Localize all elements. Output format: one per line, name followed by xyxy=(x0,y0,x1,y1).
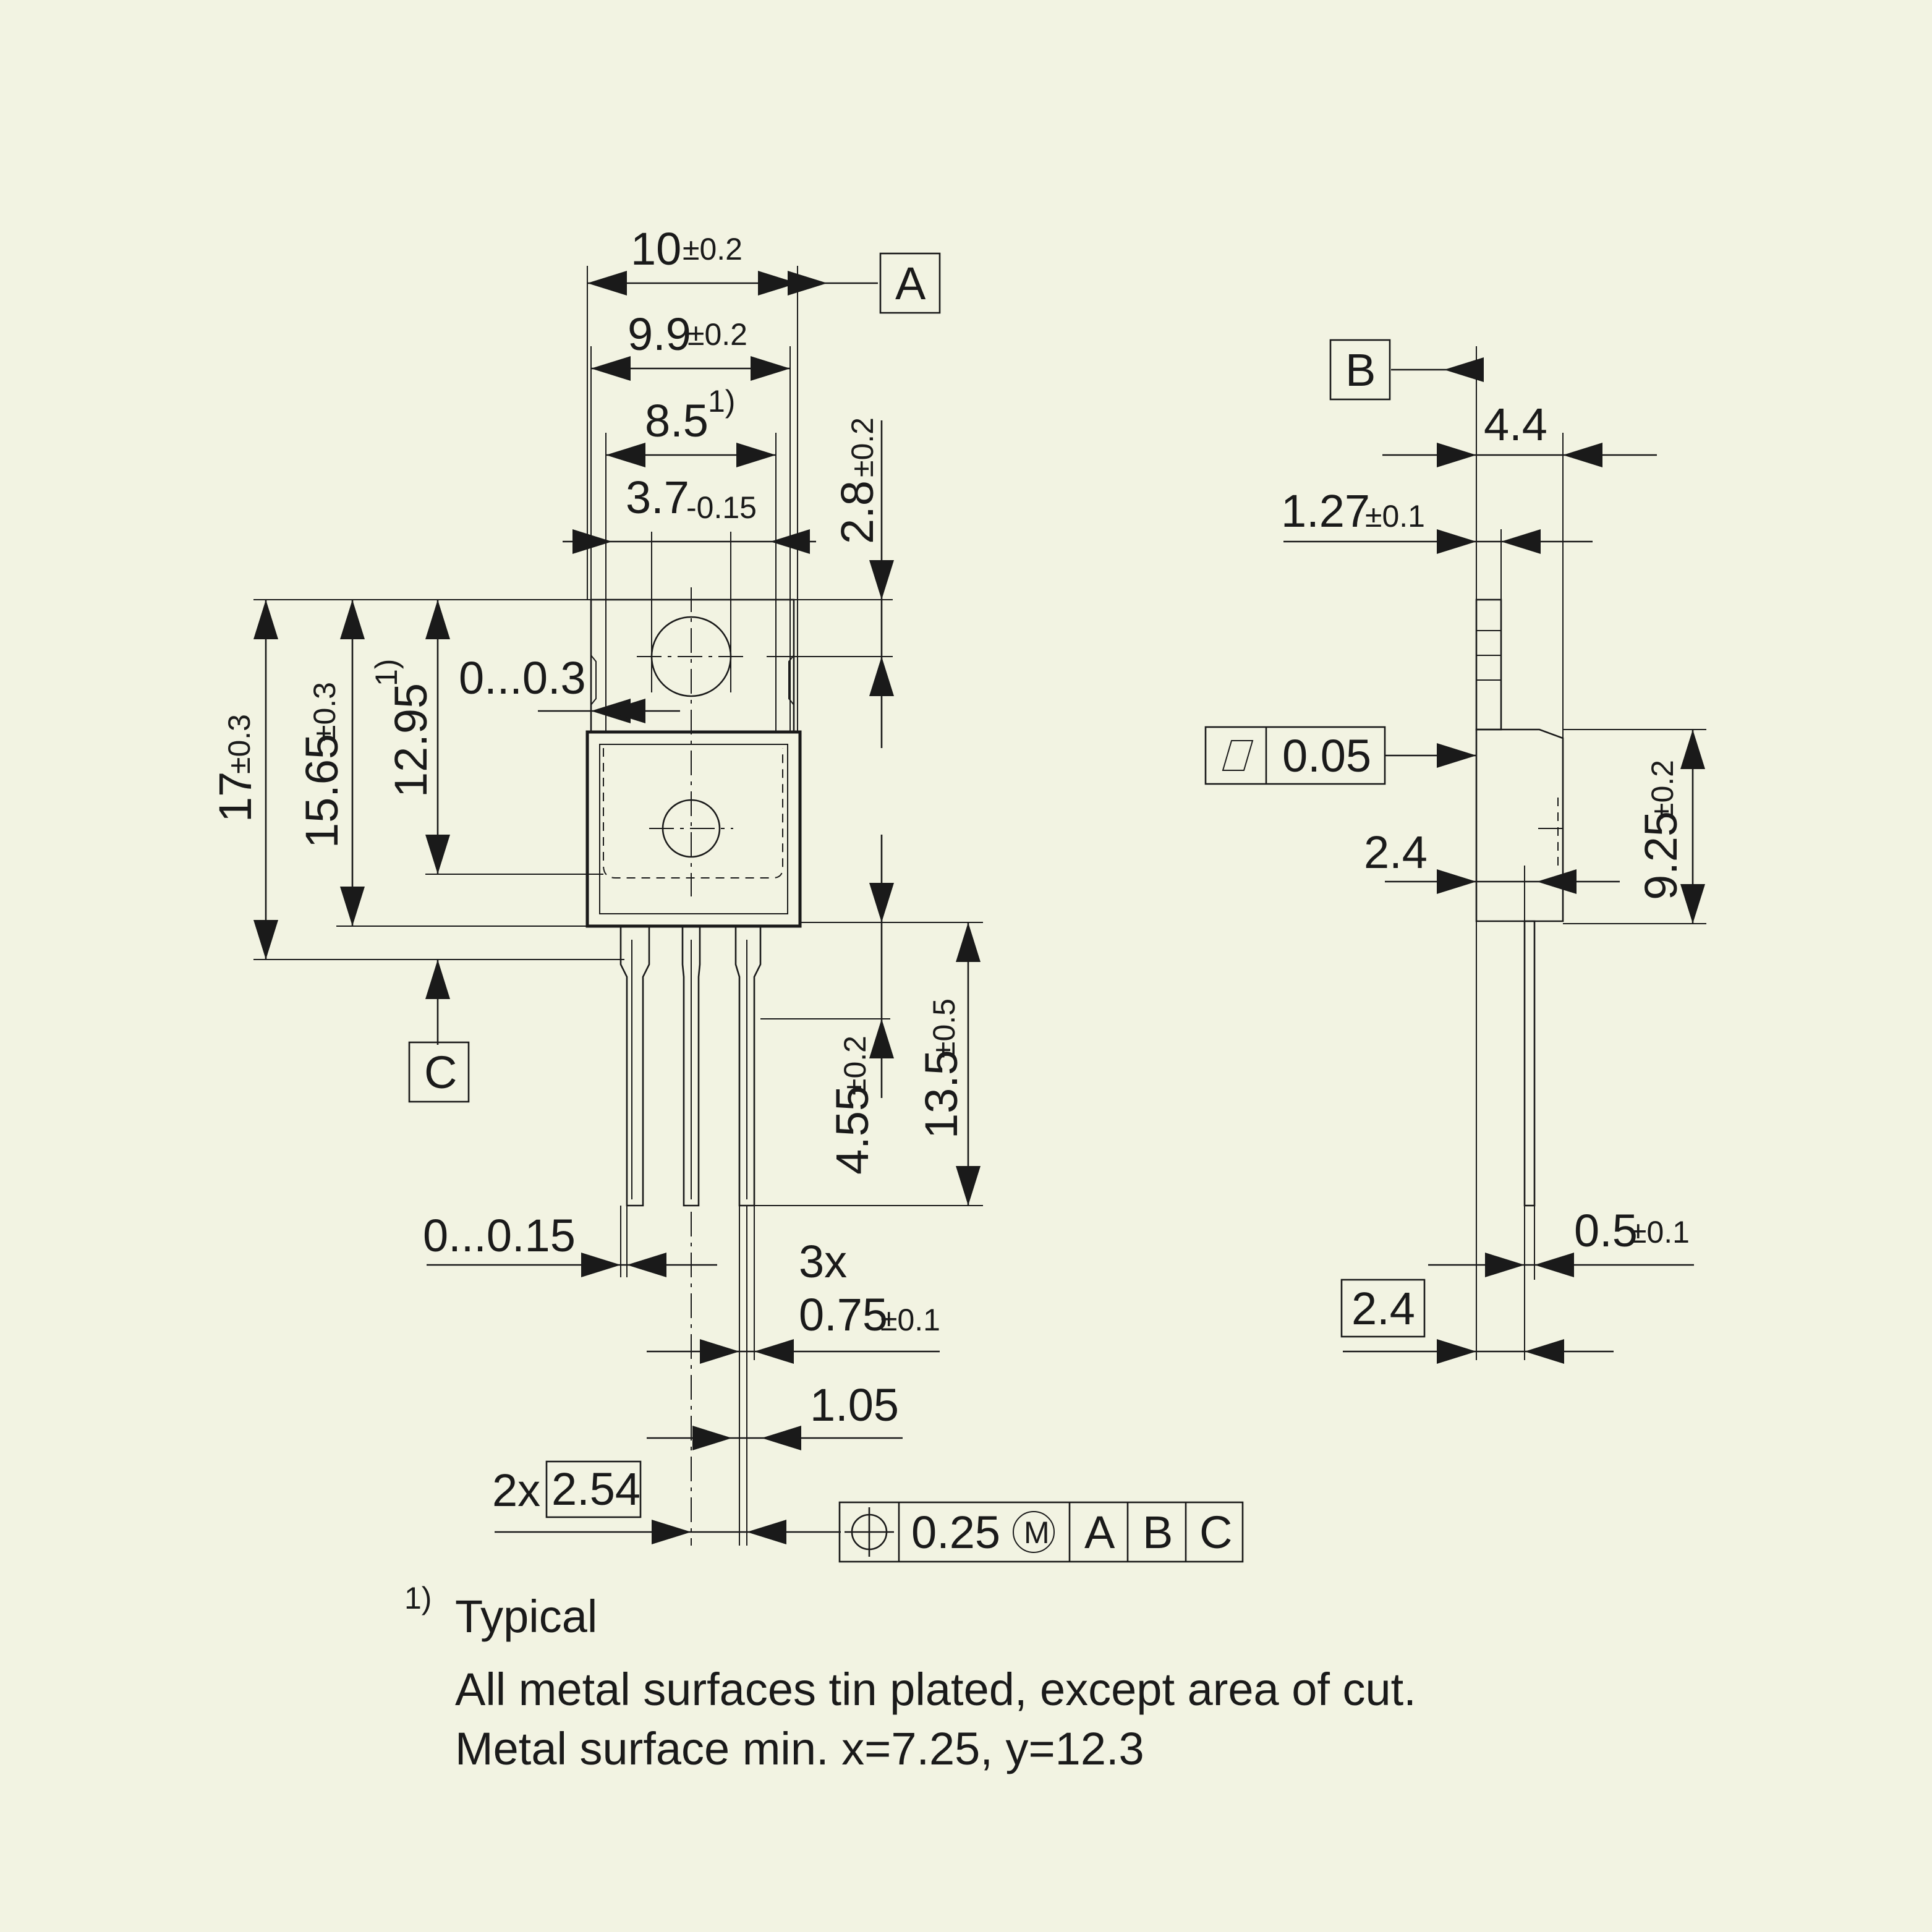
position-tol-value: 0.25 xyxy=(911,1507,1000,1558)
side-view: B 4.4 1.27 ±0.1 0.05 2.4 xyxy=(1204,339,1706,1364)
position-ref-c: C xyxy=(1199,1507,1232,1558)
dim-side-2-4-top: 2.4 xyxy=(1364,827,1428,878)
dim-side-1-27: 1.27 xyxy=(1281,485,1370,537)
dim-side-1-27-tol: ±0.1 xyxy=(1365,499,1425,534)
dim-height-12-95: 12.95 xyxy=(385,683,436,798)
mmc-modifier-icon xyxy=(1013,1511,1055,1553)
dim-width-8-5: 8.5 xyxy=(645,395,709,446)
dim-width-9-9-tol: ±0.2 xyxy=(687,317,747,352)
datum-c-box xyxy=(408,1041,470,1103)
dim-side-9-25: 9.25 xyxy=(1635,811,1687,900)
flatness-icon xyxy=(1222,740,1254,771)
flatness-frame: 0.05 xyxy=(1204,726,1476,785)
dim-lead-4-55: 4.55 xyxy=(827,1086,878,1175)
dim-height-17-tol: ±0.3 xyxy=(222,714,257,774)
dim-width-10-tol: ±0.2 xyxy=(683,232,743,266)
dim-lead-width: 0.75 xyxy=(799,1289,888,1340)
dim-width-10: 10 xyxy=(631,223,681,274)
side-body xyxy=(1475,728,1564,922)
position-tol-modifier: M xyxy=(1024,1515,1050,1550)
dim-pitch-prefix: 2x xyxy=(492,1465,540,1516)
dim-side-4-4: 4.4 xyxy=(1484,399,1547,450)
dim-width-3-7: 3.7 xyxy=(626,472,689,523)
dim-width-9-9: 9.9 xyxy=(628,309,691,360)
position-icon xyxy=(845,1507,894,1557)
dim-tab-2-8: 2.8 xyxy=(832,480,883,544)
dim-offset-0-0-3: 0...0.3 xyxy=(459,652,586,704)
note-line-1: All metal surfaces tin plated, except ar… xyxy=(455,1664,1416,1715)
datum-b-box xyxy=(1329,339,1391,401)
position-ref-a: A xyxy=(1084,1507,1115,1558)
leads xyxy=(619,926,762,1207)
datum-c: C xyxy=(424,1047,457,1098)
dim-side-2-4-bottom: 2.4 xyxy=(1351,1283,1415,1334)
side-lead xyxy=(1523,920,1536,1207)
dim-side-9-25-tol: ±0.2 xyxy=(1645,760,1680,820)
datum-a: A xyxy=(895,258,926,309)
note-line-2: Metal surface min. x=7.25, y=12.3 xyxy=(455,1723,1144,1774)
dim-lead-13-5: 13.5 xyxy=(916,1050,967,1139)
dim-lead-width-prefix: 3x xyxy=(799,1236,847,1287)
dim-lead-4-55-tol: ±0.2 xyxy=(838,1036,872,1096)
dim-pitch: 2.54 xyxy=(551,1463,640,1515)
dim-height-12-95-note: 1) xyxy=(369,659,404,686)
dim-lead-width-tol: ±0.1 xyxy=(880,1303,940,1337)
dim-lead-13-5-tol: ±0.5 xyxy=(927,998,961,1058)
flatness-value: 0.05 xyxy=(1282,730,1371,781)
datum-a-box xyxy=(879,252,941,314)
package-body xyxy=(585,730,802,928)
dim-tab-2-8-tol: ±0.2 xyxy=(845,417,880,477)
dim-side-0-5: 0.5 xyxy=(1574,1205,1638,1256)
datum-b: B xyxy=(1345,344,1376,396)
dim-side-0-5-tol: ±0.1 xyxy=(1630,1215,1690,1249)
footnote-marker: 1) xyxy=(404,1581,432,1615)
dim-lead-offset: 0...0.15 xyxy=(423,1210,576,1261)
side-basic-box xyxy=(1340,1279,1426,1338)
dim-lead-1-05: 1.05 xyxy=(810,1379,899,1431)
front-view: 10 ±0.2 A 9.9 ±0.2 8.5 1) 3.7 -0.15 2.8 … xyxy=(210,223,1244,1563)
dim-height-15-65: 15.65 xyxy=(296,734,347,848)
pitch-basic-box xyxy=(545,1460,642,1518)
dim-height-17: 17 xyxy=(210,772,261,822)
footnote-typical: Typical xyxy=(455,1591,598,1642)
dim-height-15-65-tol: ±0.3 xyxy=(307,682,342,742)
side-tab xyxy=(1475,598,1502,731)
position-ref-b: B xyxy=(1143,1507,1173,1558)
dim-width-8-5-note: 1) xyxy=(708,384,735,419)
dim-width-3-7-tol: -0.15 xyxy=(686,490,757,525)
position-tolerance-frame: 0.25 M A B C xyxy=(838,1501,1244,1563)
